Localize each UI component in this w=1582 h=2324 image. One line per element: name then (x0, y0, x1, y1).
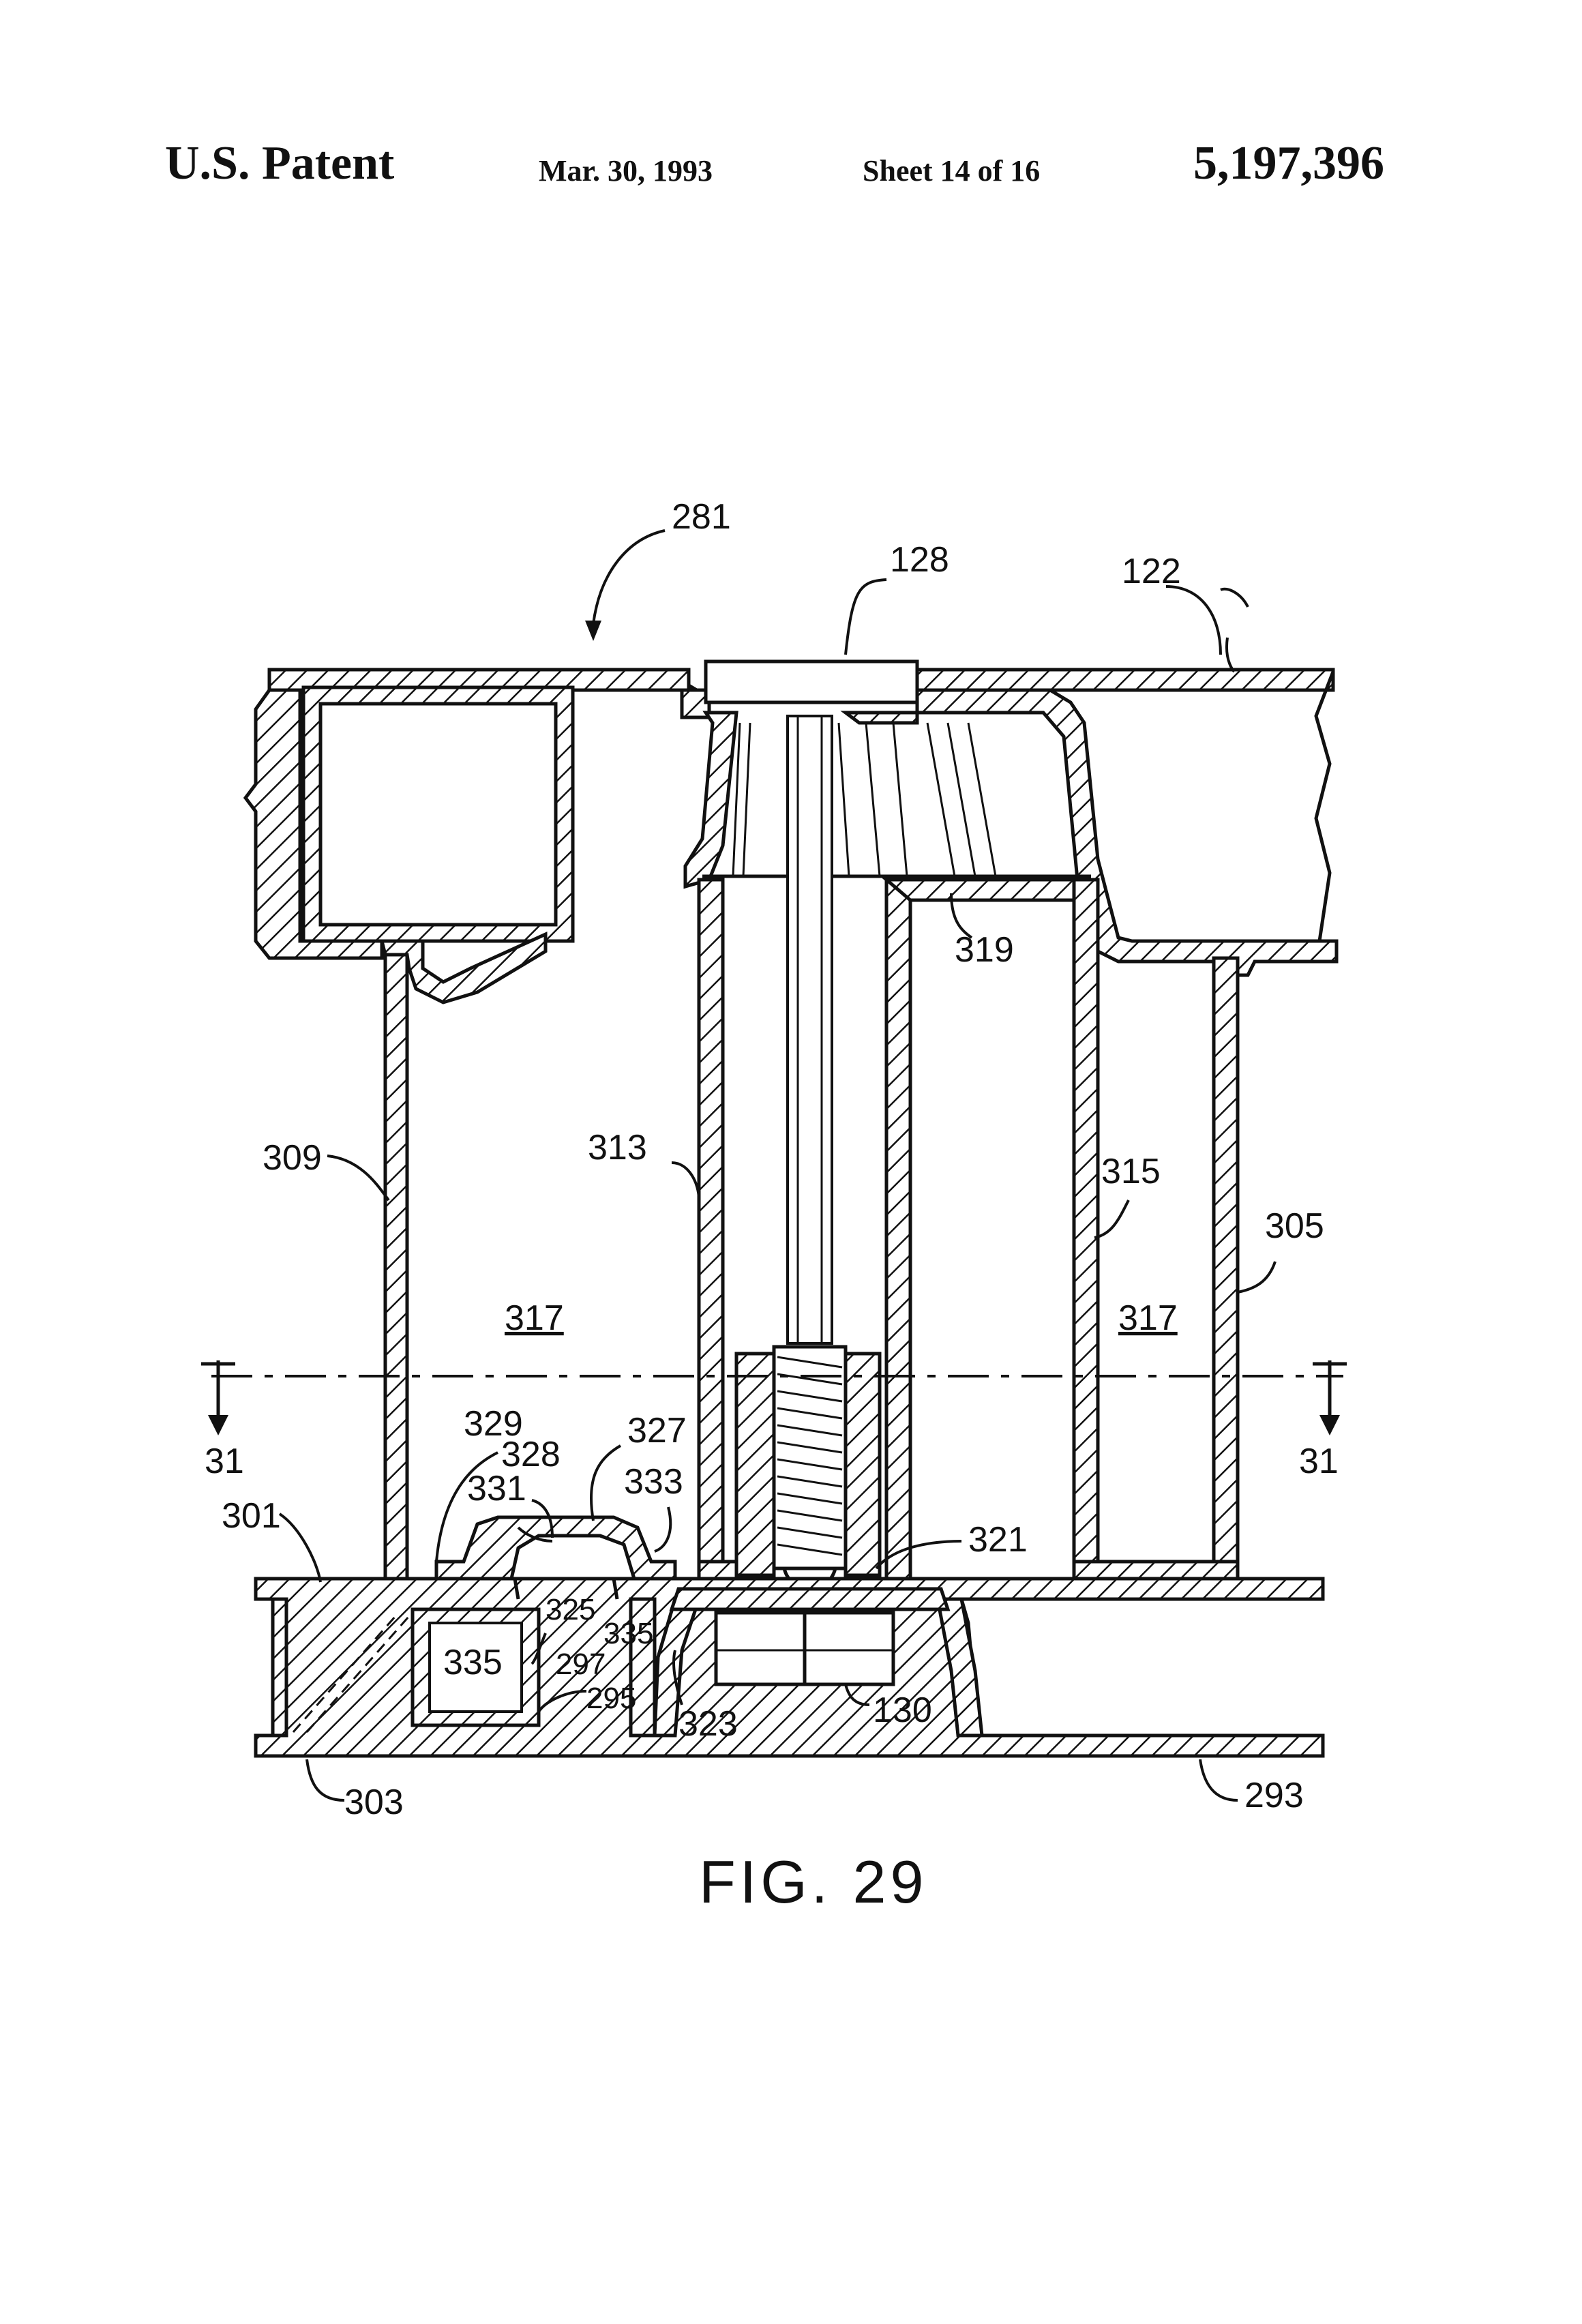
label-122: 122 (1122, 552, 1181, 591)
label-333: 333 (624, 1462, 683, 1502)
label-335-right: 335 (603, 1617, 653, 1650)
label-321: 321 (968, 1520, 1028, 1560)
label-313: 313 (588, 1128, 647, 1167)
label-128: 128 (890, 540, 949, 580)
label-327: 327 (627, 1411, 687, 1450)
label-293: 293 (1244, 1776, 1304, 1815)
label-319: 319 (955, 930, 1014, 970)
label-281: 281 (672, 497, 731, 537)
label-295: 295 (586, 1682, 636, 1715)
figure-caption: FIG. 29 (699, 1848, 927, 1916)
section-marker-left: 31 (205, 1442, 244, 1481)
label-309: 309 (263, 1138, 322, 1178)
label-331: 331 (467, 1469, 526, 1508)
label-315: 315 (1101, 1152, 1161, 1191)
label-301: 301 (222, 1496, 281, 1536)
label-130: 130 (873, 1690, 932, 1730)
label-303: 303 (344, 1783, 404, 1822)
label-305: 305 (1265, 1206, 1324, 1246)
label-335-left: 335 (443, 1643, 503, 1682)
label-325: 325 (546, 1593, 595, 1626)
label-297: 297 (556, 1648, 606, 1681)
label-317-right: 317 (1118, 1298, 1178, 1338)
section-marker-right: 31 (1299, 1442, 1339, 1481)
label-317-left: 317 (505, 1298, 564, 1338)
label-323: 323 (678, 1704, 738, 1744)
